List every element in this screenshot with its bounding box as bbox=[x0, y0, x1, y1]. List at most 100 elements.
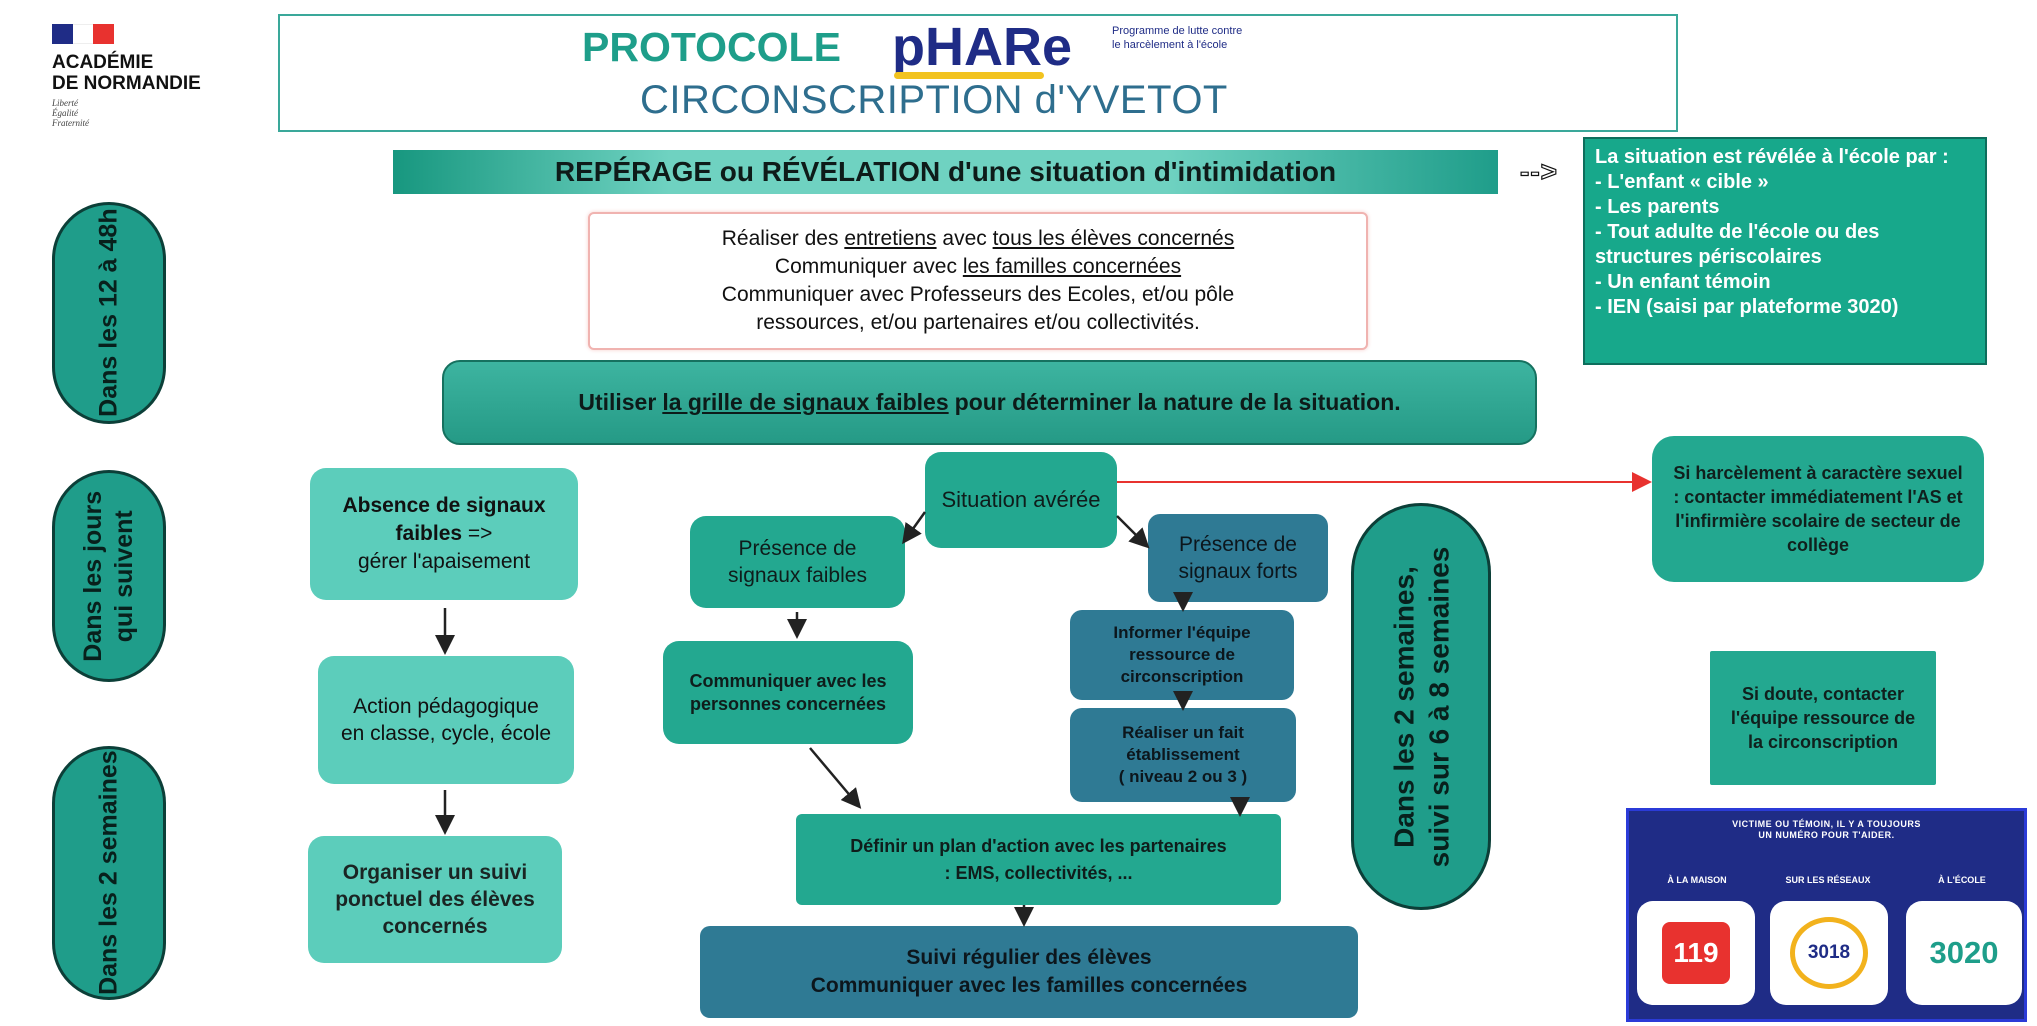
arrow-averee-forts bbox=[1116, 515, 1150, 549]
organiser-box: Organiser un suivi ponctuel des élèves c… bbox=[308, 836, 562, 963]
timeline-label: Dans les 2 semaines,suivi sur 6 à 8 sema… bbox=[1386, 546, 1456, 867]
numbers-header-line2: UN NUMÉRO POUR T'AIDER. bbox=[1758, 830, 1895, 840]
timeline-label-line2: qui suivent bbox=[110, 510, 138, 642]
header-box: PROTOCOLE pHARe Programme de lutte contr… bbox=[278, 14, 1678, 132]
numbers-label-home: À LA MAISON bbox=[1667, 875, 1727, 885]
revealed-item: - IEN (saisi par plateforme 3020) bbox=[1595, 296, 1899, 318]
suivi-line1: Suivi régulier des élèves bbox=[906, 946, 1152, 969]
timeline-label-line1: Dans les jours bbox=[78, 490, 107, 662]
number-3018: 3018 bbox=[1807, 942, 1851, 963]
banner: REPÉRAGE ou RÉVÉLATION d'une situation d… bbox=[393, 150, 1498, 194]
brand-tagline: Programme de lutte contre le harcèlement… bbox=[1112, 24, 1242, 52]
plan-text: Définir un plan d'action avec les parten… bbox=[850, 835, 1227, 883]
brand-tag-2: le harcèlement à l'école bbox=[1112, 39, 1228, 51]
sexuel-text: Si harcèlement à caractère sexuel : cont… bbox=[1673, 463, 1963, 555]
interviews-line1: Réaliser des entretiens avec tous les él… bbox=[722, 225, 1234, 253]
logo-line2: DE NORMANDIE bbox=[52, 73, 201, 94]
header-subtitle: CIRCONSCRIPTION d'YVETOT bbox=[640, 78, 1228, 122]
number-card-3020[interactable]: 3020 bbox=[1906, 901, 2022, 1005]
numbers-label-school: À L'ÉCOLE bbox=[1938, 875, 1986, 885]
numbers-panel: VICTIME OU TÉMOIN, IL Y A TOUJOURS UN NU… bbox=[1626, 808, 2027, 1022]
logo-motto: Liberté Égalité Fraternité bbox=[52, 98, 262, 128]
chat-bubble-icon: 3018 bbox=[1790, 917, 1868, 989]
grid-instruction: Utiliser la grille de signaux faibles po… bbox=[442, 360, 1537, 445]
doute-box: Si doute, contacter l'équipe ressource d… bbox=[1710, 651, 1936, 785]
text: Réaliser des bbox=[721, 227, 845, 250]
doute-text: Si doute, contacter l'équipe ressource d… bbox=[1730, 684, 1916, 752]
text: Communiquer avec bbox=[774, 255, 963, 278]
motto-2: Égalité bbox=[52, 108, 78, 118]
communiquer-text: Communiquer avec les personnes concernée… bbox=[689, 670, 887, 714]
interviews-line2: Communiquer avec les familles concernées bbox=[775, 253, 1181, 281]
number-card-3018[interactable]: 3018 bbox=[1770, 901, 1888, 1005]
realiser-level: ( niveau 2 ou 3 ) bbox=[1118, 767, 1248, 786]
text-underlined: la grille de signaux faibles bbox=[662, 389, 949, 415]
organiser-text: Organiser un suivi ponctuel des élèves c… bbox=[335, 861, 535, 938]
realiser-box: Réaliser un fait établissement ( niveau … bbox=[1070, 708, 1296, 802]
text-underlined: les familles concernées bbox=[962, 255, 1182, 278]
informer-box: Informer l'équipe ressource de circonscr… bbox=[1070, 610, 1294, 700]
faibles-text: Présence de signaux faibles bbox=[728, 537, 867, 587]
absence-action: gérer l'apaisement bbox=[357, 550, 531, 573]
informer-text: Informer l'équipe ressource de circonscr… bbox=[1113, 623, 1251, 686]
banner-text: REPÉRAGE ou RÉVÉLATION d'une situation d… bbox=[554, 156, 1337, 187]
text-underlined: tous les élèves concernés bbox=[992, 227, 1235, 250]
revealed-item: - L'enfant « cible » bbox=[1595, 171, 1769, 193]
numbers-label-networks: SUR LES RÉSEAUX bbox=[1785, 875, 1871, 885]
suivi-line2: Communiquer avec les familles concernées bbox=[810, 974, 1248, 997]
absence-line: Absence de signaux faibles => bbox=[320, 492, 568, 548]
text-underlined: entretiens bbox=[844, 227, 937, 250]
arrow-communiquer-plan bbox=[809, 747, 862, 809]
action-box: Action pédagogique en classe, cycle, éco… bbox=[318, 656, 574, 784]
timeline-pill-suivi: Dans les 2 semaines,suivi sur 6 à 8 sema… bbox=[1351, 503, 1491, 910]
flag-icon bbox=[52, 24, 115, 44]
logo-line1: ACADÉMIE bbox=[52, 52, 154, 73]
academie-logo: ACADÉMIE DE NORMANDIE Liberté Égalité Fr… bbox=[52, 24, 262, 144]
motto-3: Fraternité bbox=[52, 118, 89, 128]
revealed-title: La situation est révélée à l'école par : bbox=[1595, 146, 1949, 168]
revealed-item: - Les parents bbox=[1595, 196, 1720, 218]
timeline-label: Dans les 2 semaines bbox=[94, 750, 123, 996]
arrow-averee-faibles bbox=[902, 511, 927, 545]
banner-arrow: --> bbox=[1519, 155, 1558, 187]
numbers-header-line1: VICTIME OU TÉMOIN, IL Y A TOUJOURS bbox=[1732, 819, 1921, 829]
numbers-header: VICTIME OU TÉMOIN, IL Y A TOUJOURS UN NU… bbox=[1629, 819, 2024, 841]
action-text: Action pédagogique en classe, cycle, éco… bbox=[340, 695, 552, 745]
brand-underline bbox=[894, 72, 1044, 79]
number-119: 119 bbox=[1673, 937, 1719, 968]
header-title-left: PROTOCOLE bbox=[582, 24, 841, 70]
interviews-line4: ressources, et/ou partenaires et/ou coll… bbox=[756, 311, 1200, 334]
forts-box: Présence de signaux forts bbox=[1148, 514, 1328, 602]
brand-phare: pHARe bbox=[892, 17, 1073, 77]
suivi-box: Suivi régulier des élèves Communiquer av… bbox=[700, 926, 1358, 1018]
brand-tag-1: Programme de lutte contre bbox=[1112, 25, 1243, 37]
text: => bbox=[462, 522, 493, 545]
sexuel-box: Si harcèlement à caractère sexuel : cont… bbox=[1652, 436, 1984, 582]
icon-119: 119 bbox=[1662, 922, 1730, 984]
text-bold: Absence de signaux faibles bbox=[342, 494, 546, 545]
timeline-label-line1: Dans les 2 semaines, bbox=[1388, 565, 1420, 848]
faibles-box: Présence de signaux faibles bbox=[690, 516, 905, 608]
timeline-pill-2-semaines: Dans les 2 semaines bbox=[52, 746, 166, 1000]
revealed-item: - Tout adulte de l'école ou des structur… bbox=[1595, 221, 1880, 268]
number-card-119[interactable]: 119 bbox=[1637, 901, 1755, 1005]
text: Utiliser bbox=[578, 389, 657, 415]
forts-text: Présence de signaux forts bbox=[1178, 533, 1298, 583]
averee-box: Situation avérée bbox=[925, 452, 1117, 548]
text: avec bbox=[936, 227, 993, 250]
interviews-box: Réaliser des entretiens avec tous les él… bbox=[588, 212, 1368, 350]
interviews-line3: Communiquer avec Professeurs des Ecoles,… bbox=[721, 283, 1235, 306]
text: pour déterminer la nature de la situatio… bbox=[954, 389, 1401, 415]
communiquer-box: Communiquer avec les personnes concernée… bbox=[663, 641, 913, 744]
realiser-text: Réaliser un fait établissement bbox=[1122, 723, 1244, 764]
timeline-pill-12-48h: Dans les 12 à 48h bbox=[52, 202, 166, 424]
revealed-item: - Un enfant témoin bbox=[1595, 271, 1771, 293]
motto-1: Liberté bbox=[52, 98, 78, 108]
averee-text: Situation avérée bbox=[941, 487, 1101, 512]
revealed-box: La situation est révélée à l'école par :… bbox=[1583, 137, 1987, 365]
plan-box: Définir un plan d'action avec les parten… bbox=[796, 814, 1281, 905]
absence-box: Absence de signaux faibles => gérer l'ap… bbox=[310, 468, 578, 600]
timeline-label-line2: suivi sur 6 à 8 semaines bbox=[1423, 546, 1455, 867]
